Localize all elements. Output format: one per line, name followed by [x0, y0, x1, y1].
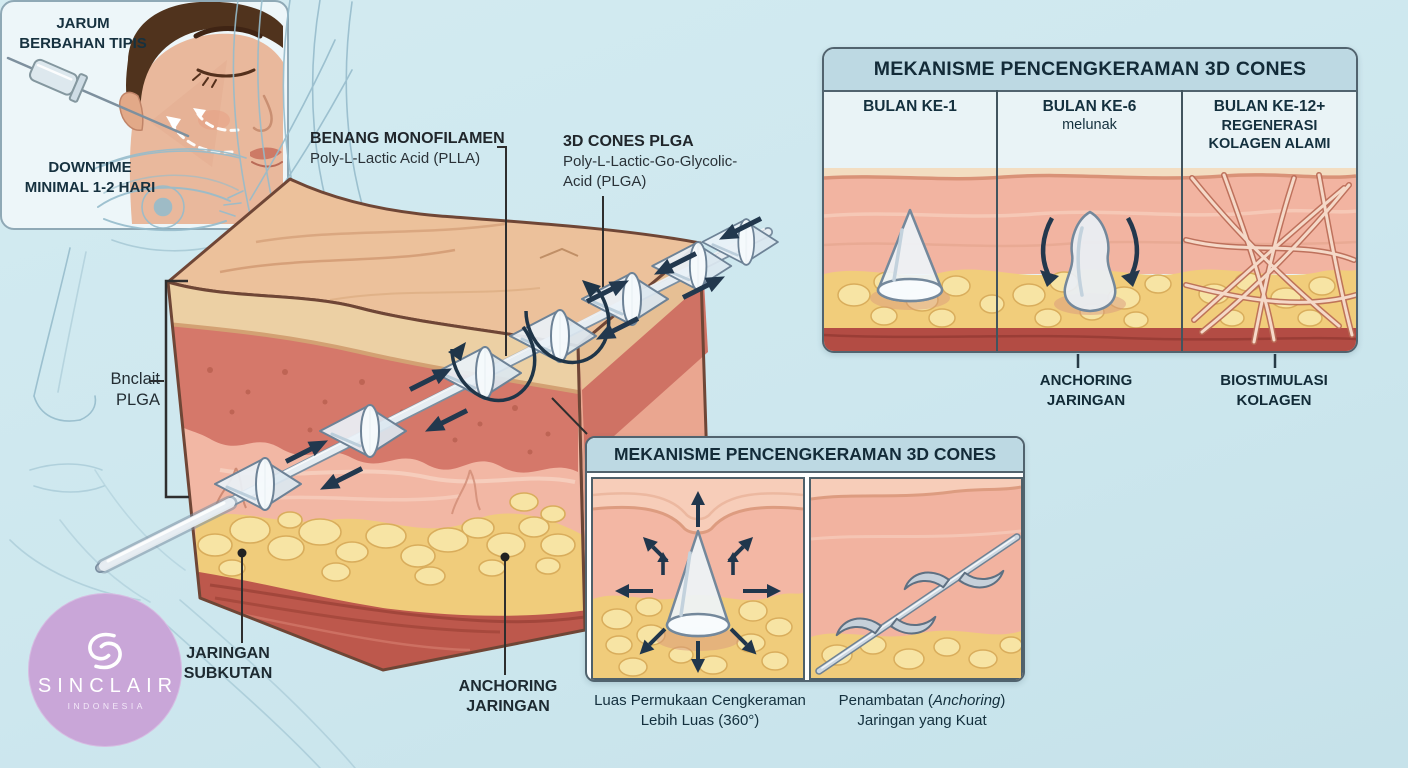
label-jaringan-subkutan: JARINGAN SUBKUTAN [168, 644, 288, 685]
footnote-biostimulasi-kolagen: BIOSTIMULASI KOLAGEN [1204, 371, 1344, 410]
panel-detail-title: MEKANISME PENCENGKERAMAN 3D CONES [587, 438, 1023, 473]
softening-arrows [1040, 216, 1140, 275]
logo-region-text: INDONESIA [67, 701, 146, 711]
fat-bubbles [197, 492, 576, 586]
label-jarum-tipis: JARUM BERBAHAN TIPIS [18, 14, 148, 53]
caption-left-line2: Lebih Luas (360°) [640, 712, 760, 730]
caption-left-line1: Luas Permukaan Cengkeraman [594, 692, 806, 709]
label-anchoring-line1: ANCHORING [458, 678, 558, 695]
face-sketch [9, 0, 387, 768]
panel-thin-needle: JARUM BERBAHAN TIPIS DOWNTIME MINIMAL 1-… [0, 0, 289, 230]
sinclair-logo: SINCLAIR INDONESIA [28, 593, 182, 747]
footnote-1-line2: JARINGAN [1046, 391, 1126, 409]
months-skin-illustration [824, 168, 1356, 351]
anchor-hook-icon [903, 569, 1005, 591]
subpanel-anchoring-hooks [809, 477, 1023, 680]
label-benang-subtitle: Poly-L-Lactic Acid (PLLA) [310, 150, 481, 168]
caption-penambatan: Penambatan (Anchoring) Jaringan yang Kua… [822, 691, 1022, 732]
column-2-label: BULAN KE-6 [1042, 98, 1137, 115]
anchor-hook-icon [835, 615, 937, 637]
leader-dot-subkutan [237, 548, 247, 558]
footnote-2-line1: BIOSTIMULASI [1220, 372, 1328, 389]
label-anchoring-line2: JARINGAN [466, 698, 550, 716]
label-anchoring-jaringan: ANCHORING JARINGAN [443, 677, 573, 718]
leader-benang [497, 146, 507, 356]
column-2-sublabel: melunak [1062, 116, 1117, 133]
face-skin [129, 33, 283, 224]
label-bnclait-line1: Bnclait [110, 370, 160, 388]
label-cones-subtitle1: Poly-L-Lactic-Go-Glycolic- [563, 153, 738, 171]
needle-face-illustration [6, 2, 283, 224]
label-downtime: DOWNTIME MINIMAL 1-2 HARI [10, 158, 170, 197]
leader-dot-anchoring [500, 552, 510, 562]
panel-mechanism-months: MEKANISME PENCENGKERAMAN 3D CONES BULAN … [822, 47, 1358, 353]
grip-fat-bubbles [601, 597, 793, 677]
caption-right-line2: Jaringan yang Kuat [857, 712, 987, 730]
subpanel-360-grip [591, 477, 805, 680]
label-cones-subtitle2: Acid (PLGA) [563, 172, 647, 190]
sinclair-swirl-icon [88, 632, 122, 670]
eyebrow [193, 26, 263, 39]
thread-with-cones [95, 211, 780, 574]
label-subkutan-line2: SUBKUTAN [183, 665, 273, 683]
leader-detail-panel [551, 397, 588, 435]
column-3-sublabel1: REGENERASI [1221, 117, 1318, 134]
panel-mechanism-detail: MEKANISME PENCENGKERAMAN 3D CONES [585, 436, 1025, 682]
column-month-12: BULAN KE-12+ REGENERASI KOLAGEN ALAMI [1183, 98, 1356, 153]
label-benang-monofilamen: BENANG MONOFILAMEN Poly-L-Lactic Acid (P… [310, 129, 510, 169]
panel-months-title: MEKANISME PENCENGKERAMAN 3D CONES [824, 49, 1356, 92]
column-month-1: BULAN KE-1 [824, 98, 996, 117]
closed-eye [192, 68, 256, 88]
cone-month1-icon [870, 208, 950, 310]
caption-right-line1: Penambatan (Anchoring) [838, 692, 1006, 709]
nose [252, 94, 273, 132]
blush [198, 110, 230, 130]
footnote-2-line2: KOLAGEN [1236, 391, 1312, 409]
jarum-line1: JARUM [56, 15, 110, 32]
label-cones-title: 3D CONES PLGA [563, 133, 694, 150]
hair [126, 2, 283, 126]
label-bnclait-line2: PLGA [115, 391, 160, 410]
column-3-sublabel2: KOLAGEN ALAMI [1208, 135, 1331, 152]
column-1-label: BULAN KE-1 [863, 98, 957, 115]
label-subkutan-line1: JARINGAN [186, 645, 270, 662]
downtime-line1: DOWNTIME [48, 159, 132, 176]
downtime-line2: MINIMAL 1-2 HARI [24, 178, 156, 196]
caption-luas-permukaan: Luas Permukaan Cengkeraman Lebih Luas (3… [589, 691, 811, 732]
barbed-thread-icon [815, 533, 1021, 675]
label-3d-cones-plga: 3D CONES PLGA Poly-L-Lactic-Go-Glycolic-… [563, 132, 778, 191]
grip-360-illustration [593, 479, 803, 678]
bracket-bnclait [164, 279, 189, 499]
cone-360-icon [665, 529, 731, 638]
anchoring-illustration [811, 479, 1021, 678]
column-month-6: BULAN KE-6 melunak [998, 98, 1181, 134]
column-3-label: BULAN KE-12+ [1213, 98, 1326, 115]
footnote-1-line1: ANCHORING [1039, 372, 1133, 389]
cone-month6-softening-icon [1040, 210, 1140, 315]
label-benang-title: BENANG MONOFILAMEN [310, 130, 505, 147]
needle-icon [6, 56, 190, 138]
logo-brand-text: SINCLAIR [37, 675, 179, 697]
collagen-fibers-icon [1183, 172, 1356, 345]
jarum-line2: BERBAHAN TIPIS [19, 34, 147, 52]
label-bnclait-plga: Bnclait PLGA [60, 369, 160, 411]
swirl-arrow-icon [450, 287, 611, 403]
column-separator [1181, 90, 1183, 351]
lips [250, 147, 282, 160]
footnote-anchoring-jaringan: ANCHORING JARINGAN [1016, 371, 1156, 410]
column-separator [996, 90, 998, 351]
